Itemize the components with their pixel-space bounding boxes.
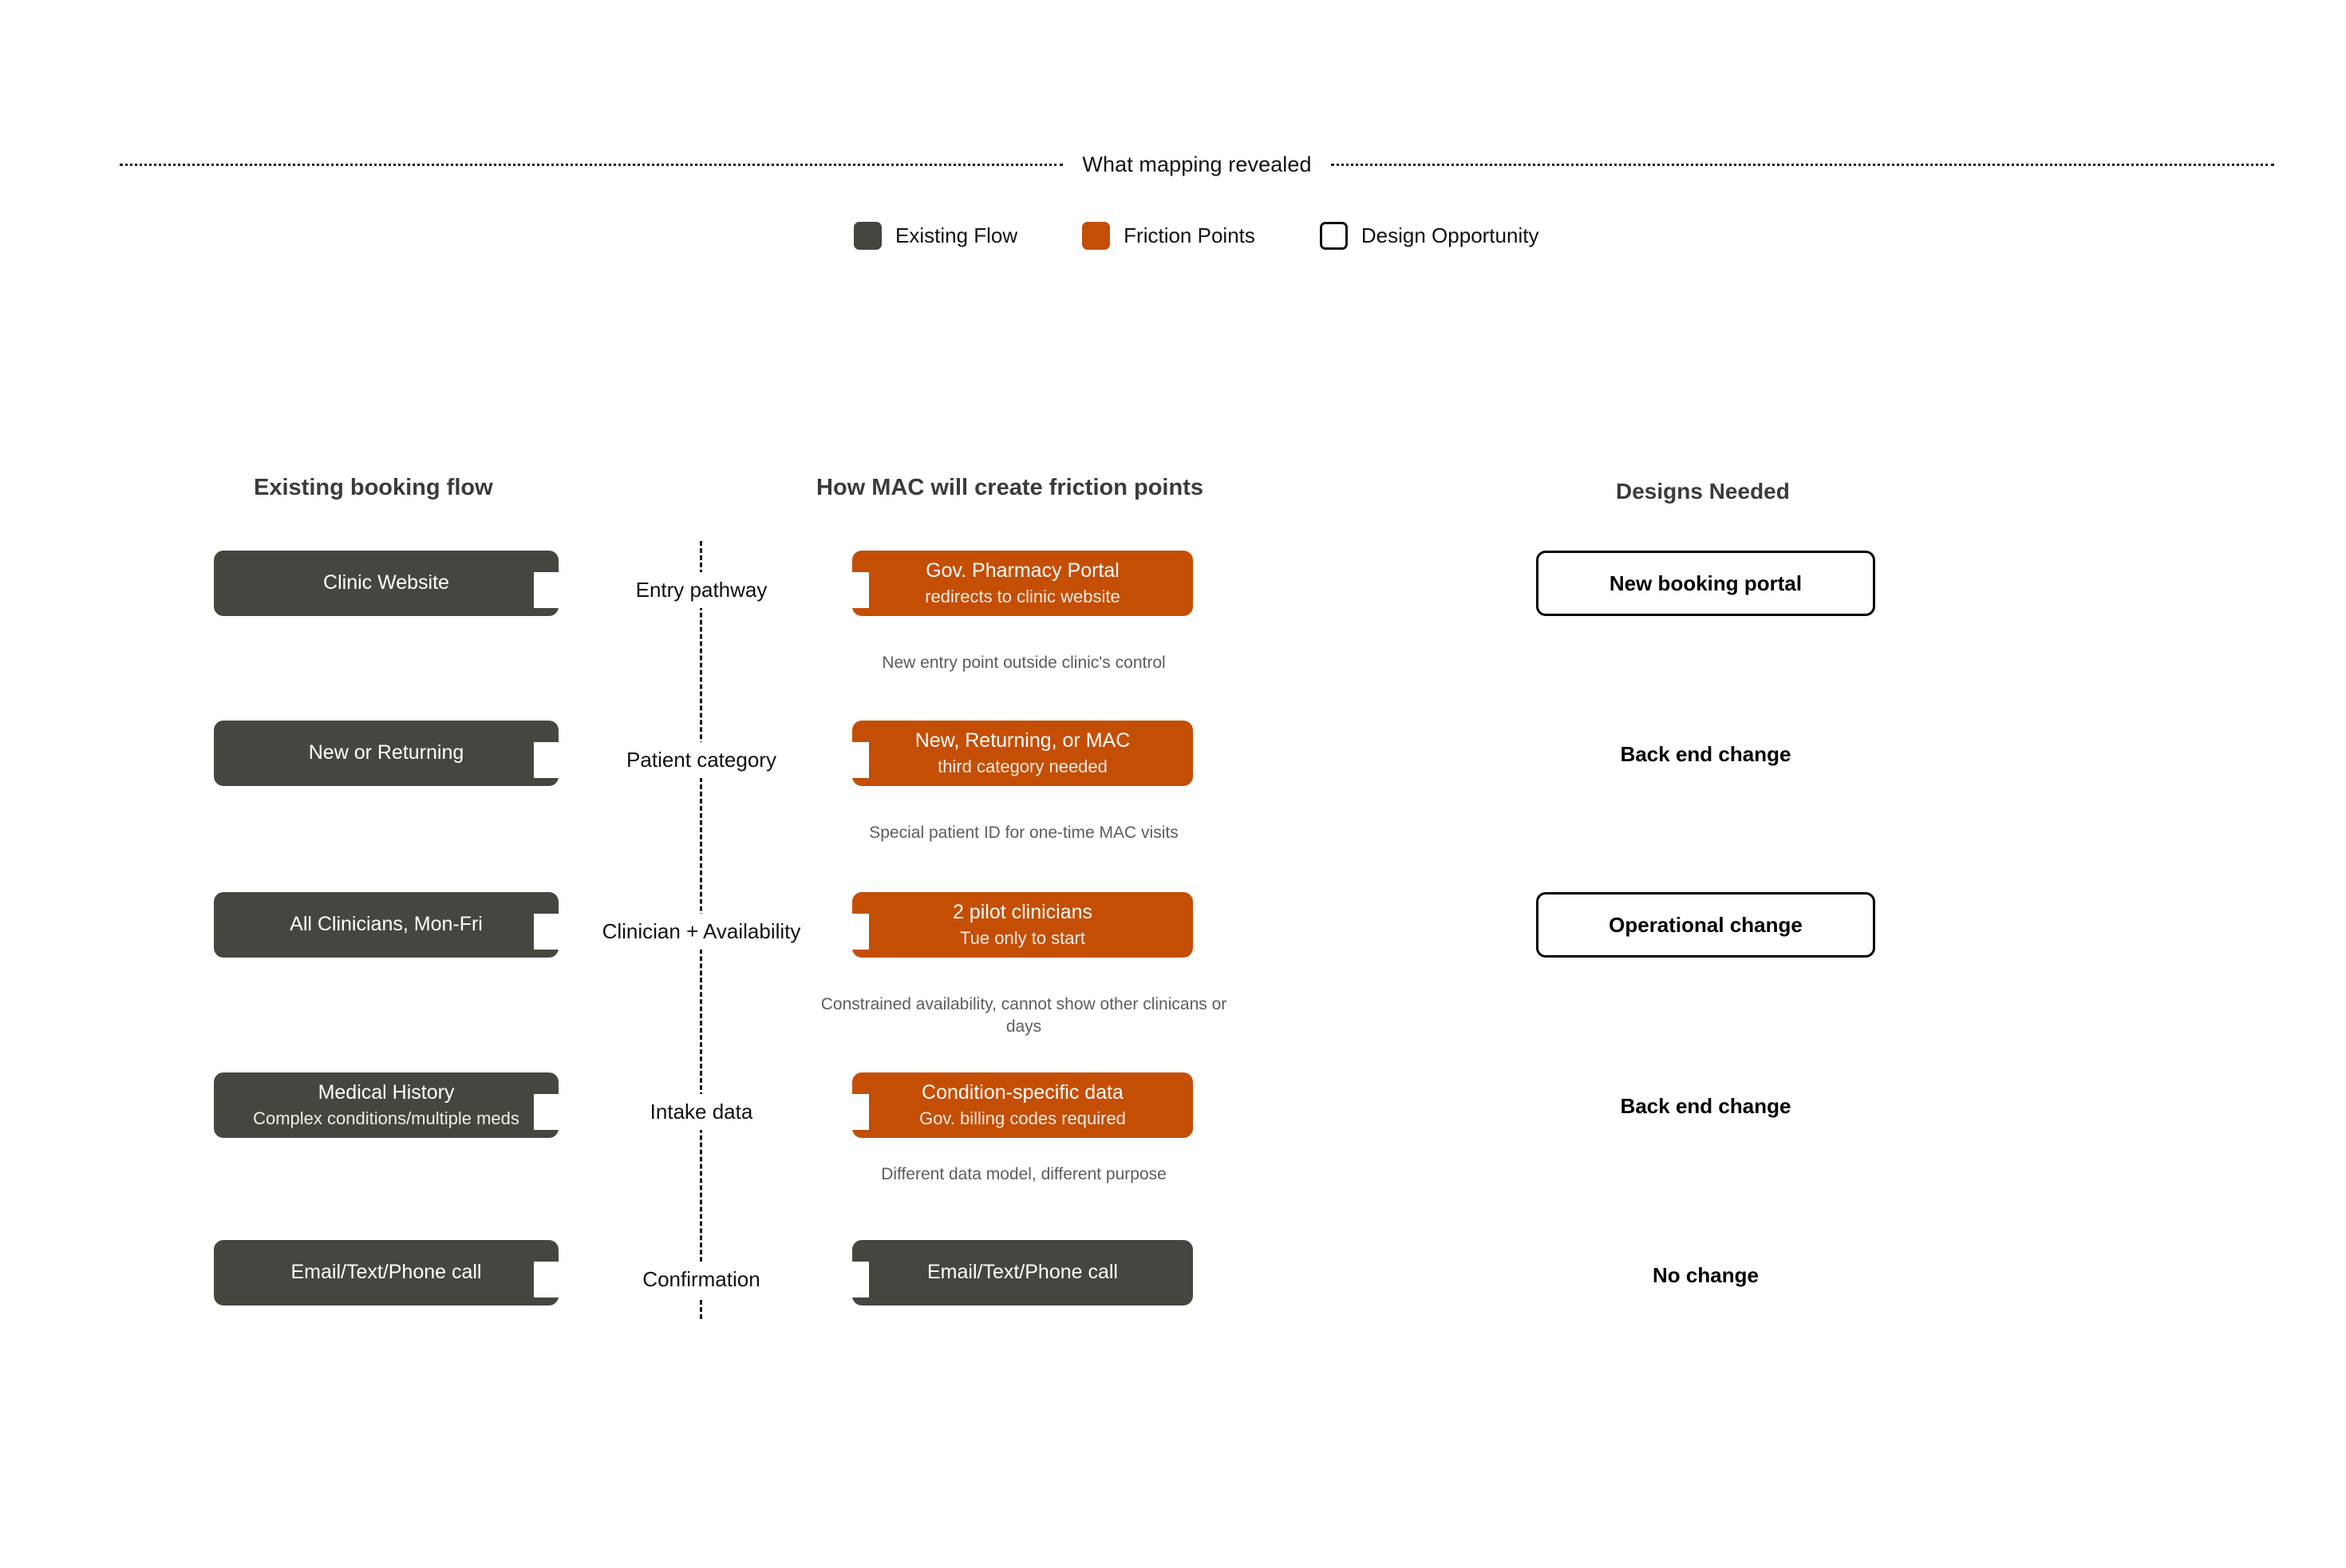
friction-point-title: Gov. Pharmacy Portal (926, 559, 1120, 583)
stage-label: Clinician + Availability (534, 914, 869, 950)
friction-point-caption: Constrained availability, cannot show ot… (820, 995, 1227, 1036)
friction-point-caption: Different data model, different purpose (881, 1165, 1167, 1183)
existing-flow-card[interactable]: Clinic Website (214, 551, 559, 616)
existing-flow-title: Email/Text/Phone call (290, 1261, 482, 1284)
friction-point-subtitle: redirects to clinic website (925, 587, 1120, 607)
legend-label-existing-flow: Existing Flow (895, 223, 1018, 247)
column-heading-existing-flow: Existing booking flow (254, 475, 493, 500)
existing-flow-subtitle: Complex conditions/multiple meds (253, 1108, 519, 1129)
existing-flow-card[interactable]: All Clinicians, Mon-Fri (214, 892, 559, 958)
design-needed-label: Back end change (1620, 1093, 1791, 1118)
design-needed-label: Back end change (1620, 741, 1791, 766)
stage-label: Entry pathway (534, 572, 869, 608)
friction-point-card[interactable]: 2 pilot clinicians Tue only to start (852, 892, 1193, 958)
design-needed-card[interactable]: No change (1536, 1259, 1875, 1291)
legend-swatch-icon-existing-flow (854, 222, 882, 250)
stage-label: Intake data (534, 1094, 869, 1130)
legend-label-design-opportunity: Design Opportunity (1361, 223, 1539, 247)
design-needed-card[interactable]: Back end change (1536, 738, 1875, 770)
dotted-rule-right (1330, 163, 2275, 166)
section-header: What mapping revealed (120, 148, 2275, 180)
friction-point-caption: Special patient ID for one-time MAC visi… (869, 823, 1179, 842)
design-needed-card[interactable]: Back end change (1536, 1090, 1875, 1122)
existing-flow-title: New or Returning (308, 741, 464, 764)
friction-point-card[interactable]: Gov. Pharmacy Portal redirects to clinic… (852, 551, 1193, 616)
friction-point-card[interactable]: Condition-specific data Gov. billing cod… (852, 1072, 1193, 1138)
friction-point-title: Email/Text/Phone call (926, 1261, 1118, 1284)
existing-flow-card[interactable]: New or Returning (214, 721, 559, 786)
friction-point-subtitle: Tue only to start (960, 928, 1085, 949)
legend: Existing Flow Friction Points Design Opp… (854, 222, 1538, 250)
stage-label: Patient category (534, 742, 869, 778)
existing-flow-title: All Clinicians, Mon-Fri (290, 913, 483, 936)
stage-label: Confirmation (534, 1262, 869, 1297)
existing-flow-card[interactable]: Email/Text/Phone call (214, 1240, 559, 1305)
existing-flow-title: Clinic Website (323, 571, 449, 594)
legend-swatch-icon-friction-points (1082, 222, 1111, 250)
column-heading-designs-needed: Designs Needed (1616, 479, 1790, 504)
friction-point-caption: New entry point outside clinic's control (882, 654, 1166, 672)
design-needed-label: New booking portal (1609, 571, 1803, 595)
friction-point-title: New, Returning, or MAC (914, 729, 1131, 752)
friction-point-subtitle: third category needed (938, 756, 1108, 777)
legend-item-design-opportunity: Design Opportunity (1319, 222, 1539, 250)
friction-point-card[interactable]: New, Returning, or MAC third category ne… (852, 721, 1193, 786)
column-heading-friction-points: How MAC will create friction points (816, 475, 1203, 500)
friction-point-title: Condition-specific data (922, 1081, 1124, 1104)
existing-flow-card[interactable]: Medical History Complex conditions/multi… (214, 1072, 559, 1138)
friction-point-title: 2 pilot clinicians (952, 901, 1093, 924)
friction-point-card[interactable]: Email/Text/Phone call (852, 1240, 1193, 1305)
design-needed-label: Operational change (1609, 912, 1803, 937)
design-needed-label: No change (1653, 1262, 1759, 1287)
legend-item-friction-points: Friction Points (1082, 222, 1255, 250)
design-needed-card[interactable]: Operational change (1536, 892, 1875, 958)
legend-label-friction-points: Friction Points (1124, 223, 1255, 247)
friction-point-subtitle: Gov. billing codes required (919, 1108, 1126, 1129)
legend-swatch-icon-design-opportunity (1319, 222, 1348, 250)
legend-item-existing-flow: Existing Flow (854, 222, 1017, 250)
existing-flow-title: Medical History (318, 1081, 455, 1104)
section-title: What mapping revealed (1082, 152, 1312, 176)
dotted-rule-left (120, 163, 1064, 166)
design-needed-card[interactable]: New booking portal (1536, 551, 1875, 616)
